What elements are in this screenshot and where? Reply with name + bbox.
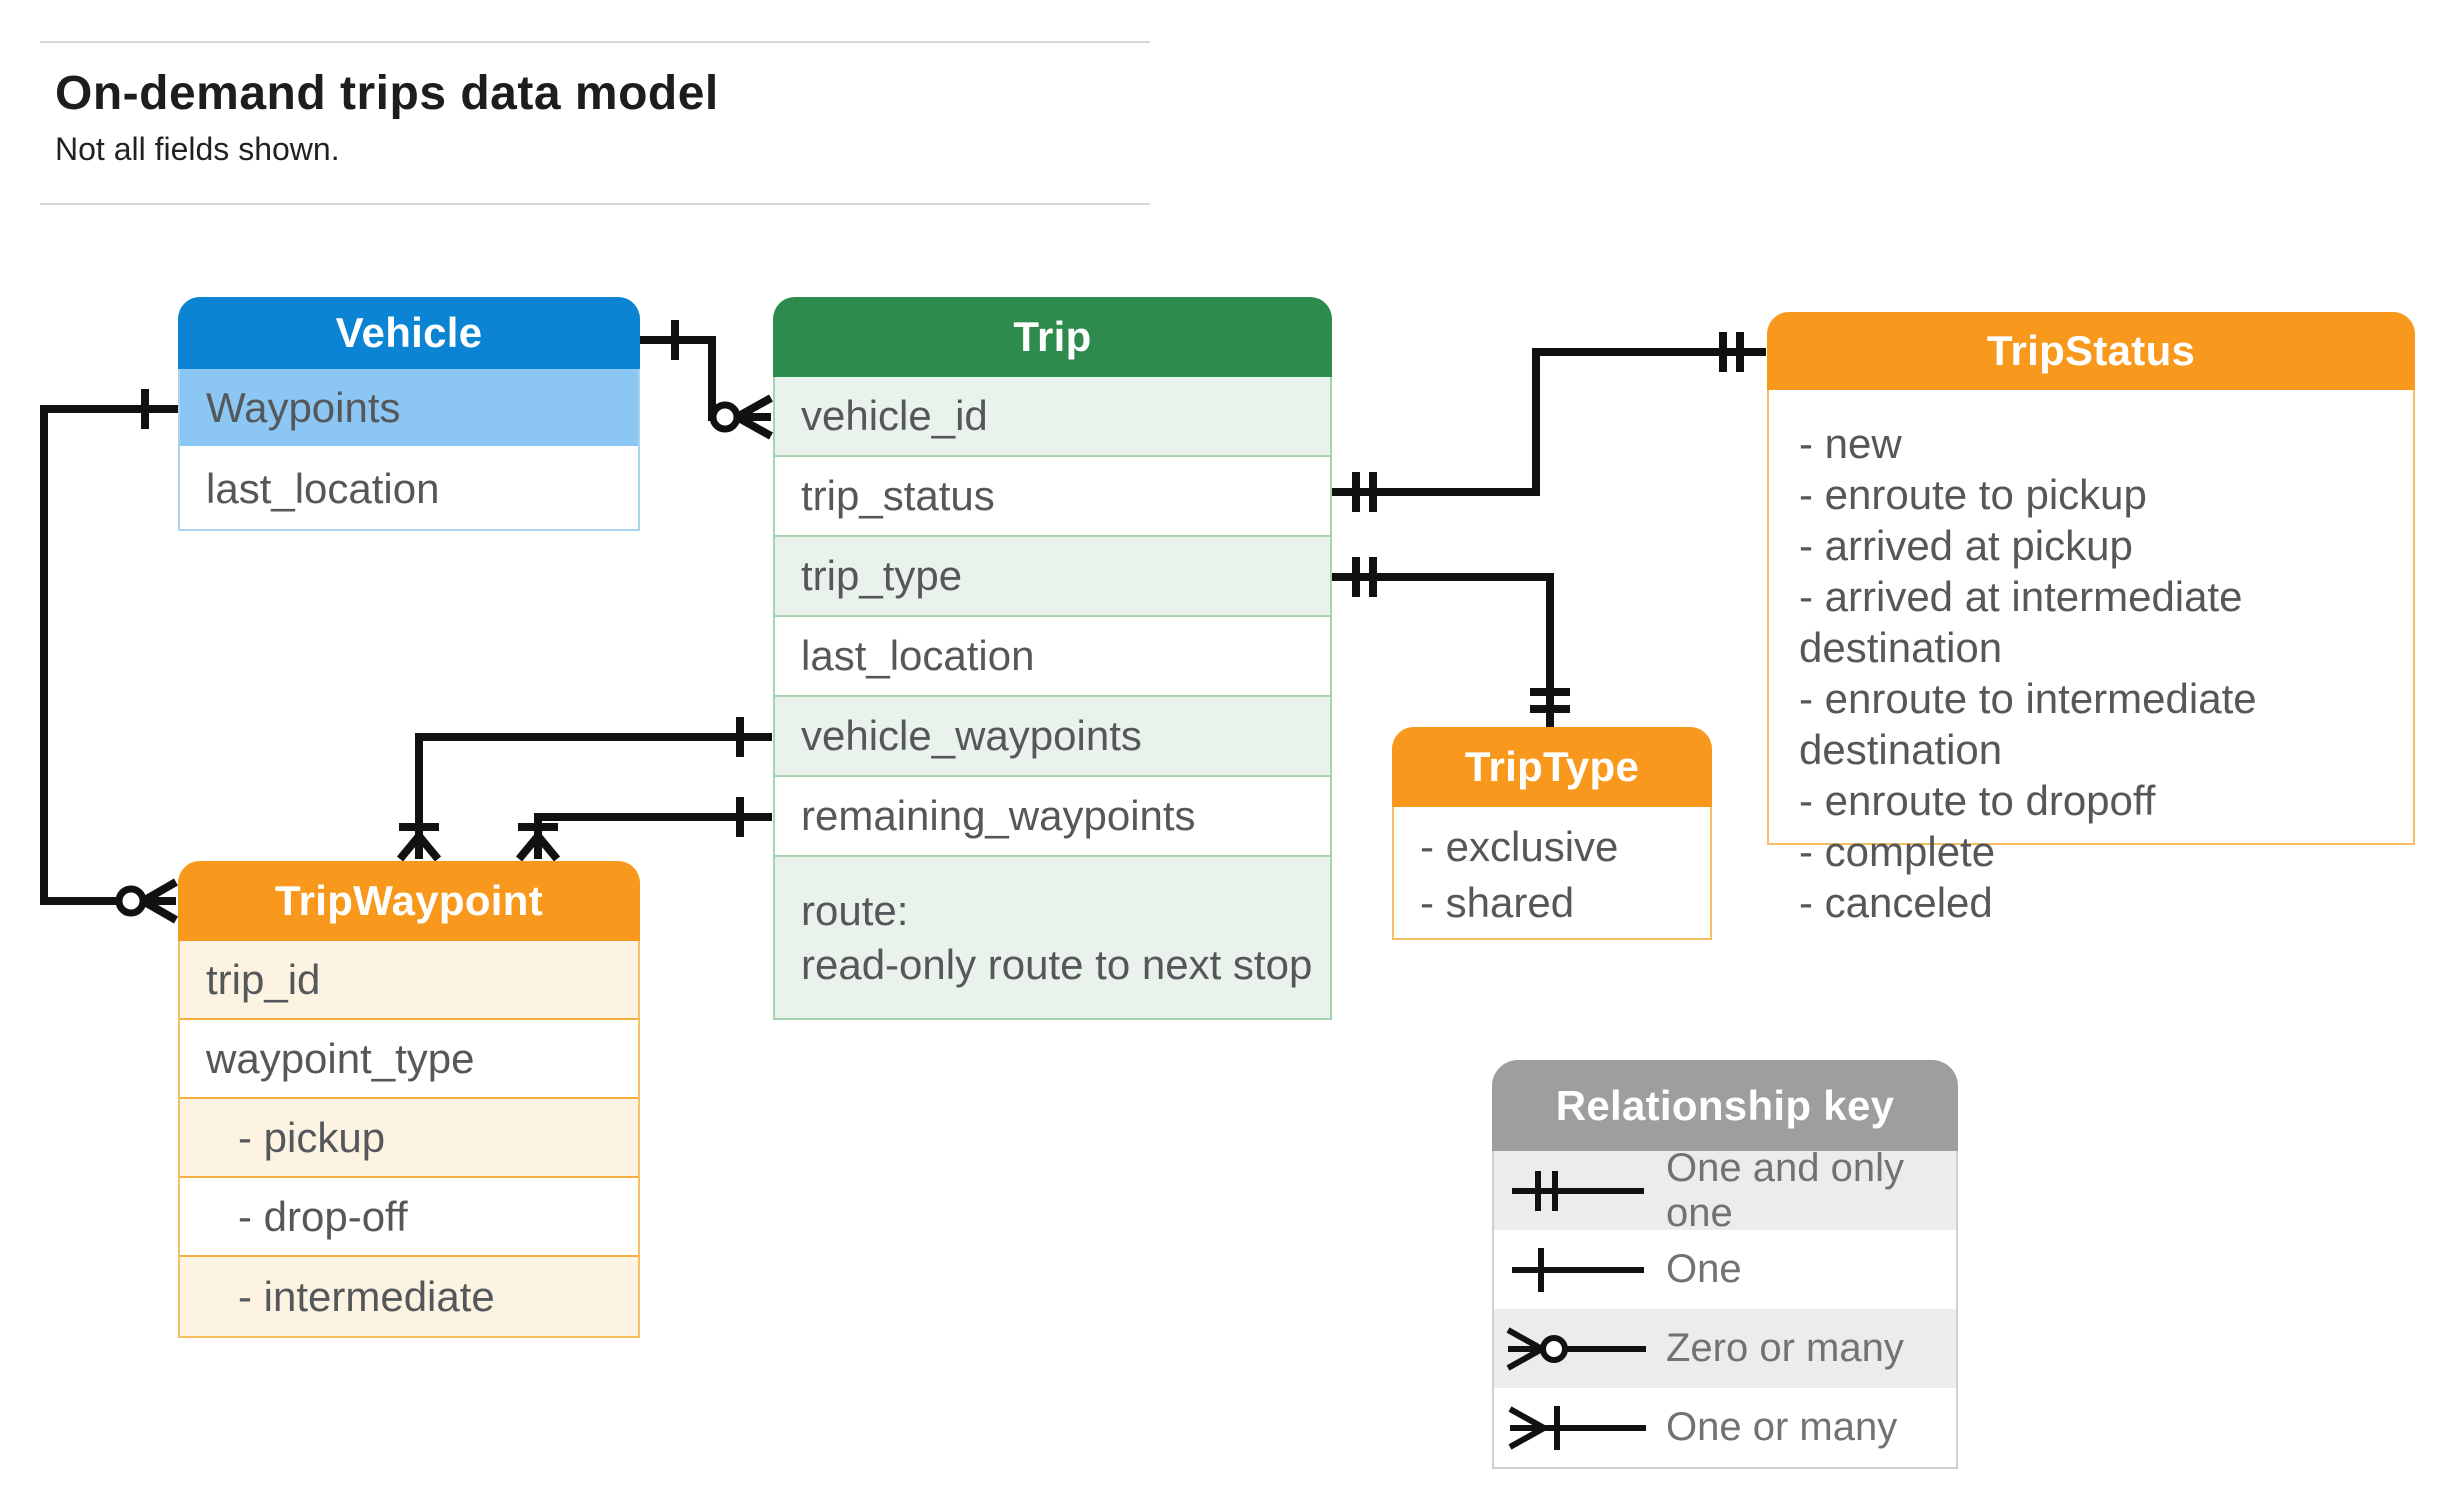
zero-circle-icon <box>115 885 147 917</box>
one-and-only-one-ticks-icon <box>1530 688 1570 713</box>
enum-value: - arrived at pickup <box>1799 522 2133 569</box>
entity-trip-body: vehicle_id trip_status trip_type last_lo… <box>773 377 1332 1020</box>
entity-trip-title: Trip <box>773 297 1332 377</box>
entity-tripwaypoint-body: trip_id waypoint_type - pickup - drop-of… <box>178 941 640 1338</box>
legend-row: One <box>1494 1230 1956 1309</box>
bottom-divider <box>40 203 1150 205</box>
crow-foot-icon <box>396 833 442 862</box>
field-last-location: last_location <box>206 465 440 512</box>
entity-triptype-body: - exclusive - shared <box>1392 807 1712 940</box>
one-and-only-one-ticks-icon <box>1719 332 1744 372</box>
relationship-key-title: Relationship key <box>1492 1060 1958 1151</box>
enum-drop-off: - drop-off <box>180 1178 638 1257</box>
field-last-location: last_location <box>775 617 1330 697</box>
field-waypoints: Waypoints <box>180 369 638 449</box>
relationship-key: Relationship key One and only one One <box>1492 1060 1958 1469</box>
legend-label: One or many <box>1666 1405 1898 1449</box>
enum-value: - enroute to pickup <box>1799 471 2147 518</box>
legend-label: One <box>1666 1247 1742 1291</box>
relationship-key-body: One and only one One Zero or many <box>1492 1146 1958 1469</box>
entity-vehicle-title: Vehicle <box>178 297 640 369</box>
field-route: route: read-only route to next stop <box>775 857 1330 1018</box>
field-remaining-waypoints: remaining_waypoints <box>775 777 1330 857</box>
one-and-only-one-icon <box>1512 1171 1644 1211</box>
legend-row: Zero or many <box>1494 1309 1956 1388</box>
legend-label: Zero or many <box>1666 1326 1904 1370</box>
connector-vehicle-to-tripwaypoint <box>40 389 178 924</box>
entity-tripwaypoint: TripWaypoint trip_id waypoint_type - pic… <box>178 861 640 1338</box>
entity-tripstatus-body: - new - enroute to pickup - arrived at p… <box>1767 390 2415 926</box>
connector-trip-type-to-triptype <box>1332 557 1570 727</box>
enum-value: - canceled <box>1799 879 1993 926</box>
connector-trip-status-to-tripstatus <box>1332 332 1766 512</box>
enum-value: - exclusive <box>1420 823 1619 870</box>
entity-tripstatus: TripStatus - new - enroute to pickup - a… <box>1767 312 2415 926</box>
field-vehicle-waypoints: vehicle_waypoints <box>775 697 1330 777</box>
one-icon <box>1512 1248 1644 1292</box>
enum-value: - enroute to dropoff <box>1799 777 2156 824</box>
enum-value: - enroute to intermediate destination <box>1799 675 2257 773</box>
entity-tripstatus-title: TripStatus <box>1767 312 2415 390</box>
enum-value: - arrived at intermediate destination <box>1799 573 2243 671</box>
crow-foot-icon <box>515 833 561 862</box>
connector-remaining-waypoints-to-tripwaypoint <box>515 797 772 862</box>
connector-vehicle-to-trip <box>640 320 773 440</box>
zero-circle-icon <box>709 401 741 433</box>
legend-label: One and only one <box>1666 1145 1904 1235</box>
field-route-description: read-only route to next stop <box>801 940 1313 988</box>
entity-vehicle: Vehicle Waypoints last_location <box>178 297 640 531</box>
crow-foot-icon <box>735 394 773 440</box>
page-subtitle: Not all fields shown. <box>55 131 340 167</box>
entity-vehicle-body: Waypoints last_location <box>178 369 640 531</box>
field-route-label: route: <box>801 886 909 934</box>
legend-row: One and only one <box>1494 1146 1956 1235</box>
one-or-many-icon <box>1508 1406 1646 1450</box>
enum-intermediate: - intermediate <box>180 1257 638 1336</box>
enum-value: - complete <box>1799 828 1996 875</box>
page-title: On-demand trips data model <box>55 67 719 120</box>
one-and-only-one-ticks-icon <box>1352 472 1377 512</box>
entity-triptype-title: TripType <box>1392 727 1712 807</box>
one-and-only-one-ticks-icon <box>1352 557 1377 597</box>
field-trip-status: trip_status <box>775 457 1330 537</box>
entity-triptype: TripType - exclusive - shared <box>1392 727 1712 940</box>
enum-pickup: - pickup <box>180 1099 638 1178</box>
enum-value: - new <box>1799 420 1902 467</box>
top-divider <box>40 41 1150 43</box>
entity-tripwaypoint-title: TripWaypoint <box>178 861 640 941</box>
field-vehicle-id: vehicle_id <box>775 377 1330 457</box>
field-waypoint-type: waypoint_type <box>180 1020 638 1099</box>
field-trip-type: trip_type <box>775 537 1330 617</box>
zero-or-many-icon <box>1506 1327 1646 1371</box>
entity-trip: Trip vehicle_id trip_status trip_type la… <box>773 297 1332 1020</box>
legend-row: One or many <box>1494 1388 1956 1467</box>
enum-value: - shared <box>1420 879 1575 926</box>
connector-vehicle-waypoints-to-tripwaypoint <box>396 717 772 862</box>
field-trip-id: trip_id <box>180 941 638 1020</box>
crow-foot-icon <box>141 878 178 924</box>
